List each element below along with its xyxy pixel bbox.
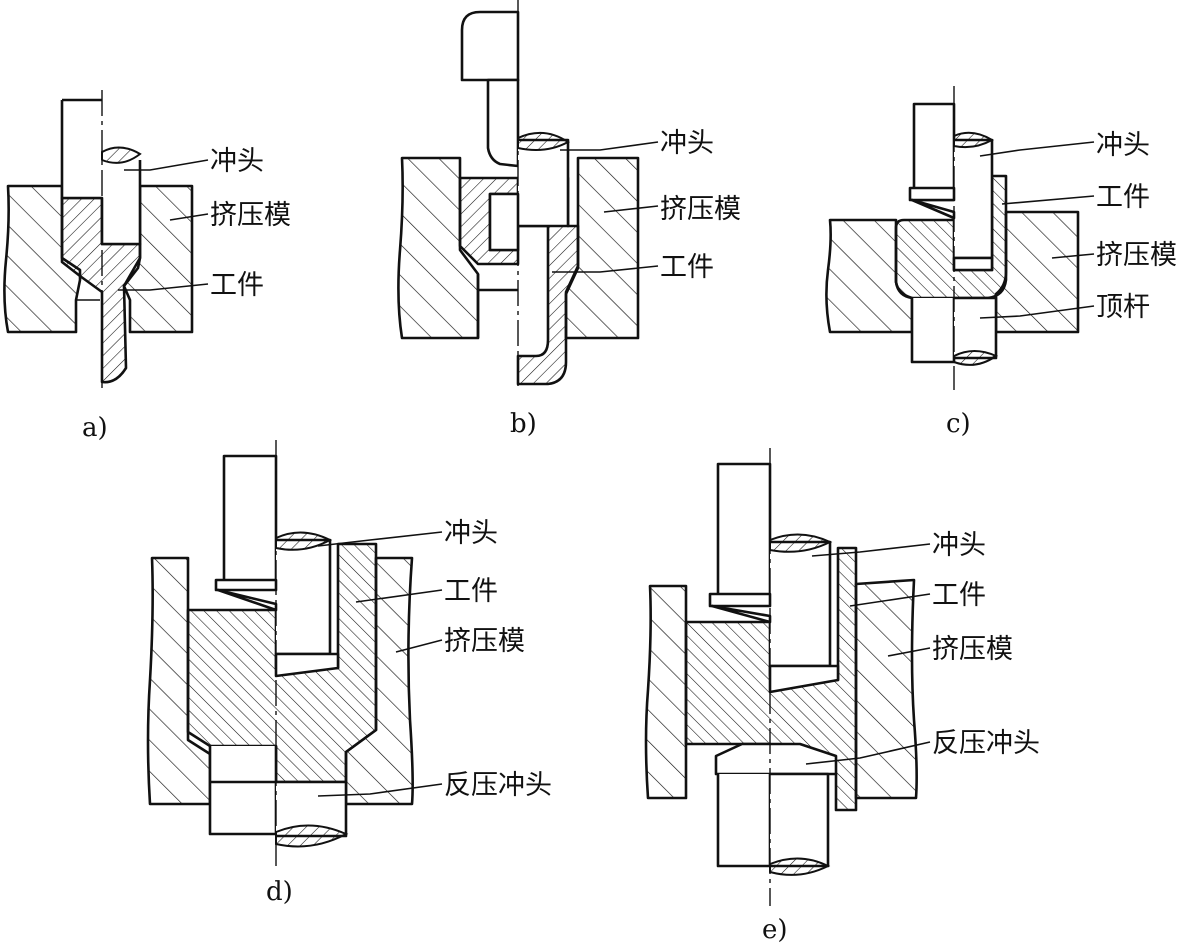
label-workpiece-e: 工件 [932, 580, 986, 611]
label-die-b: 挤压模 [660, 194, 741, 225]
caption-c: c) [946, 409, 971, 439]
panel-e: 冲头 工件 挤压模 反压冲头 e) [644, 448, 1040, 945]
label-die-e: 挤压模 [932, 634, 1013, 665]
label-punch-a: 冲头 [210, 146, 264, 177]
ejector-c [910, 298, 956, 364]
label-die-d: 挤压模 [444, 626, 525, 657]
label-die-c: 挤压模 [1096, 240, 1177, 271]
ejector-cut-c [953, 350, 999, 366]
counter-punch-e [714, 742, 838, 776]
label-workpiece-c: 工件 [1096, 182, 1150, 213]
caption-b: b) [510, 409, 537, 439]
punch-cut-a [101, 146, 142, 164]
punch-cut-c [953, 131, 995, 149]
counter-punch-d [208, 746, 278, 836]
counter-punch-cut-d [275, 824, 349, 848]
die-right-e [854, 578, 918, 800]
punch-c [912, 102, 956, 202]
caption-d: d) [266, 877, 293, 907]
panel-b: 冲头 挤压模 工件 b) [397, 0, 741, 439]
panel-d: 冲头 工件 挤压模 反压冲头 d) [146, 440, 552, 907]
punch-cut-b [517, 131, 570, 151]
punch-cut-d [275, 531, 333, 551]
die-left-d [146, 556, 212, 806]
panel-c: 冲头 工件 挤压模 顶杆 c) [825, 86, 1177, 439]
label-counter-punch-d: 反压冲头 [444, 770, 552, 801]
guide-rod-b [460, 10, 520, 82]
label-ejector-c: 顶杆 [1096, 292, 1150, 323]
punch-e [716, 462, 772, 598]
die-left-b [397, 156, 480, 340]
caption-a: a) [82, 413, 108, 443]
punch-d [222, 454, 278, 588]
die-right-d [344, 556, 414, 806]
label-workpiece-a: 工件 [210, 270, 264, 301]
caption-e: e) [762, 915, 788, 945]
label-punch-b: 冲头 [660, 128, 714, 159]
die-left-e [644, 584, 688, 800]
label-workpiece-d: 工件 [444, 576, 498, 607]
workpiece-c [894, 174, 1008, 300]
counter-punch-cut-e [769, 857, 831, 876]
panel-a: 冲头 挤压模 工件 a) [3, 90, 291, 443]
label-punch-c: 冲头 [1096, 130, 1150, 161]
punch-cut-e [769, 533, 833, 553]
label-punch-d: 冲头 [444, 518, 498, 549]
punch-b [518, 138, 570, 228]
label-counter-punch-e: 反压冲头 [932, 728, 1040, 759]
label-workpiece-b: 工件 [660, 252, 714, 283]
label-punch-e: 冲头 [932, 530, 986, 561]
label-die-a: 挤压模 [210, 200, 291, 231]
